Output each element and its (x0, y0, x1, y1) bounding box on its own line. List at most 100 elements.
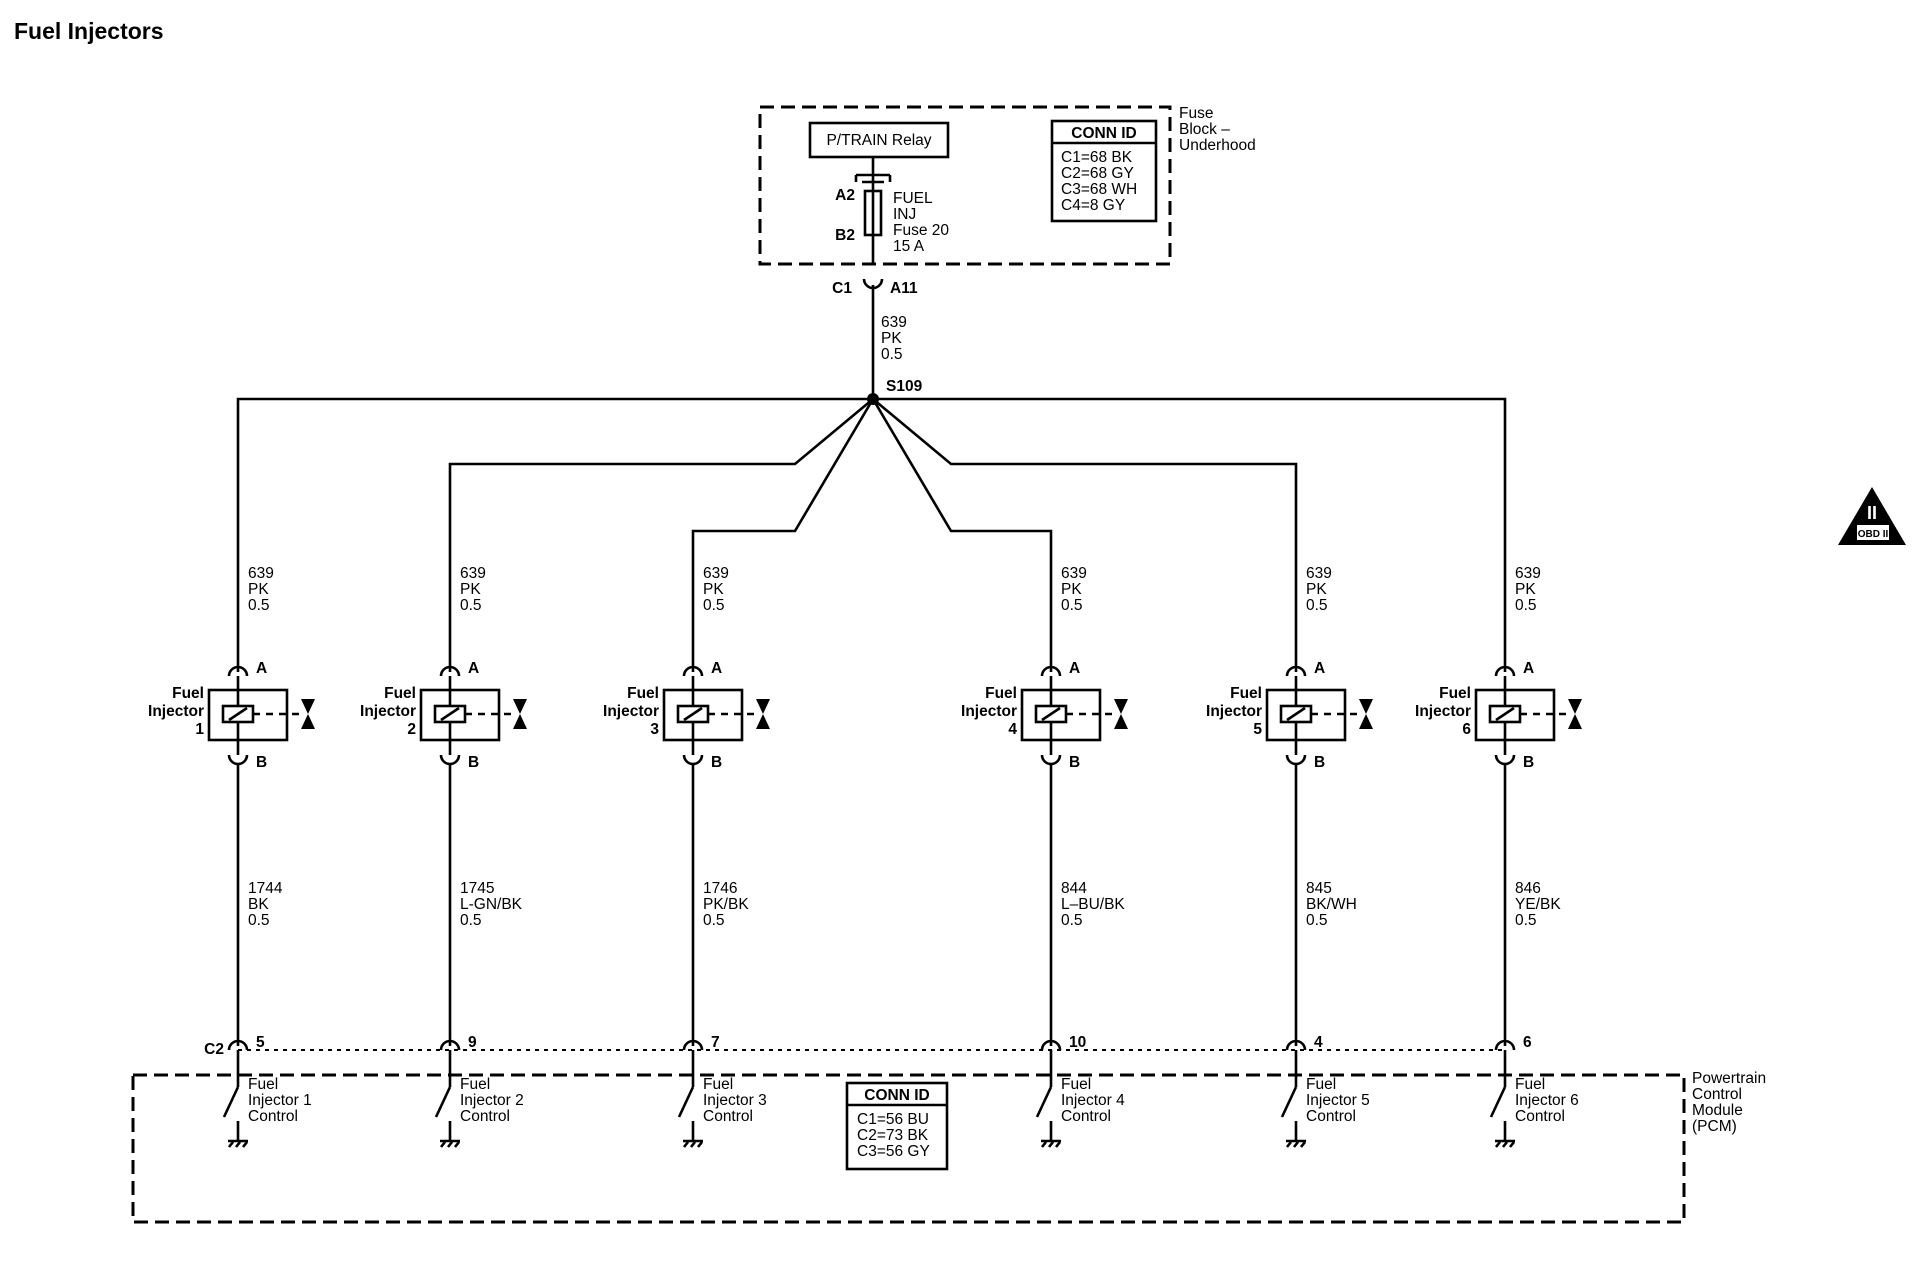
pcm-control-label-line-2: Injector 6 (1515, 1092, 1579, 1109)
fuse-conn-id-row: C1=68 BK (1061, 149, 1133, 166)
fuel-injector-4: 639PK0.5AFuelInjector4B844L–BU/BK0.510Fu… (961, 565, 1128, 1148)
pcm-control-label-line-1: Fuel (1306, 1076, 1336, 1093)
pcm-control-label-line-3: Control (1515, 1108, 1565, 1125)
injector-label-line-3: 2 (407, 721, 416, 738)
driver-switch-icon (1035, 1086, 1053, 1118)
pcm-control-label-line-1: Fuel (248, 1076, 278, 1093)
injector-valve-icon (1359, 699, 1373, 729)
injector-feed-size: 0.5 (460, 597, 482, 614)
injector-pin-a: A (256, 660, 267, 677)
pcm-c2-connector-icon (227, 1039, 249, 1051)
pcm-pin-number: 10 (1069, 1034, 1086, 1051)
pcm-c2-connector-icon (1285, 1039, 1307, 1051)
fuse-block-name-line-2: Block – (1179, 121, 1230, 138)
fuse-label-line-1: FUEL (893, 190, 933, 207)
page-title: Fuel Injectors (14, 18, 164, 44)
pcm-control-label-line-3: Control (1306, 1108, 1356, 1125)
pcm-name-line-2: Control (1692, 1086, 1742, 1103)
injector-pin-b: B (468, 754, 479, 771)
fuse-pin-b2: B2 (835, 227, 855, 244)
pcm-control-label-line-2: Injector 1 (248, 1092, 312, 1109)
injector-feed-size: 0.5 (248, 597, 270, 614)
control-wire-size: 0.5 (703, 912, 725, 929)
injector-label-line-3: 4 (1008, 721, 1017, 738)
connector-b-icon (439, 754, 461, 766)
driver-switch-icon (222, 1086, 240, 1118)
injector-valve-icon (756, 699, 770, 729)
control-wire-circuit: 846 (1515, 880, 1541, 897)
fuse-conn-id-header: CONN ID (1071, 125, 1136, 142)
pcm-c2-connector-icon (1040, 1039, 1062, 1051)
injector-label-line-3: 6 (1462, 721, 1471, 738)
control-wire-color: BK/WH (1306, 896, 1357, 913)
pcm-control-label-line-2: Injector 2 (460, 1092, 524, 1109)
driver-switch-icon (677, 1086, 695, 1118)
control-wire-circuit: 845 (1306, 880, 1332, 897)
obd-badge-numeral: II (1867, 503, 1877, 523)
pcm-conn-id-row: C2=73 BK (857, 1127, 929, 1144)
injector-label-line-3: 3 (650, 721, 659, 738)
injector-label-line-2: Injector (603, 703, 659, 720)
connector-b-icon (227, 754, 249, 766)
injector-pin-b: B (256, 754, 267, 771)
injector-pin-b: B (1523, 754, 1534, 771)
injector-feed-circuit: 639 (1061, 565, 1087, 582)
pcm-conn-id-row: C3=56 GY (857, 1143, 930, 1160)
control-wire-size: 0.5 (248, 912, 270, 929)
feed-wire-size: 0.5 (881, 346, 903, 363)
connector-a-icon (227, 665, 249, 677)
injector-feed-color: PK (1306, 581, 1327, 598)
injector-pin-a: A (1069, 660, 1080, 677)
injector-feed-circuit: 639 (1515, 565, 1541, 582)
injector-feed-circuit: 639 (460, 565, 486, 582)
fuse-conn-id-row: C2=68 GY (1061, 165, 1134, 182)
injector-valve-icon (513, 699, 527, 729)
a11-pin-label: A11 (890, 280, 918, 297)
obd-ii-badge-icon: II OBD II (1838, 487, 1906, 545)
pcm-pin-number: 9 (468, 1034, 477, 1051)
injector-valve-icon (1114, 699, 1128, 729)
injector-pin-a: A (1523, 660, 1534, 677)
fuel-inj-fuse-icon (863, 182, 883, 264)
pcm-c2-connector-icon (439, 1039, 461, 1051)
feed-wire-circuit: 639 (881, 314, 907, 331)
injector-label-line-1: Fuel (627, 685, 659, 702)
splice-label: S109 (886, 378, 923, 395)
injector-pin-a: A (711, 660, 722, 677)
injector-feed-size: 0.5 (703, 597, 725, 614)
fuse-block-boundary (758, 105, 1172, 266)
connector-a-icon (682, 665, 704, 677)
injector-label-line-3: 5 (1253, 721, 1262, 738)
control-wire-color: PK/BK (703, 896, 749, 913)
control-wire-color: L–BU/BK (1061, 896, 1125, 913)
fuel-injector-3: 639PK0.5AFuelInjector3B1746PK/BK0.57Fuel… (603, 565, 770, 1148)
fuse-conn-id-row: C4=8 GY (1061, 197, 1125, 214)
connector-b-icon (1494, 754, 1516, 766)
pcm-pin-number: 5 (256, 1034, 265, 1051)
connector-a-icon (1494, 665, 1516, 677)
pcm-control-label-line-3: Control (703, 1108, 753, 1125)
injector-label-line-1: Fuel (172, 685, 204, 702)
injector-feed-size: 0.5 (1515, 597, 1537, 614)
injector-feed-color: PK (1061, 581, 1082, 598)
control-wire-color: YE/BK (1515, 896, 1561, 913)
control-wire-size: 0.5 (1306, 912, 1328, 929)
injector-label-line-1: Fuel (985, 685, 1017, 702)
injector-columns: 639PK0.5AFuelInjector1B1744BK0.55FuelInj… (148, 565, 1582, 1148)
injector-feed-color: PK (703, 581, 724, 598)
ptrain-relay-box (808, 121, 950, 159)
fuse-conn-id-row: C3=68 WH (1061, 181, 1137, 198)
injector-feed-circuit: 639 (248, 565, 274, 582)
pcm-control-label-line-1: Fuel (1061, 1076, 1091, 1093)
control-wire-size: 0.5 (1061, 912, 1083, 929)
c1-connector-label: C1 (832, 280, 852, 297)
control-wire-size: 0.5 (460, 912, 482, 929)
injector-feed-circuit: 639 (1306, 565, 1332, 582)
injector-label-line-1: Fuel (384, 685, 416, 702)
connector-b-icon (682, 754, 704, 766)
pcm-pin-number: 6 (1523, 1034, 1532, 1051)
pcm-control-label-line-2: Injector 3 (703, 1092, 767, 1109)
injector-pin-b: B (1069, 754, 1080, 771)
pcm-boundary (131, 1073, 1686, 1224)
fuel-injector-1: 639PK0.5AFuelInjector1B1744BK0.55FuelInj… (148, 565, 315, 1148)
